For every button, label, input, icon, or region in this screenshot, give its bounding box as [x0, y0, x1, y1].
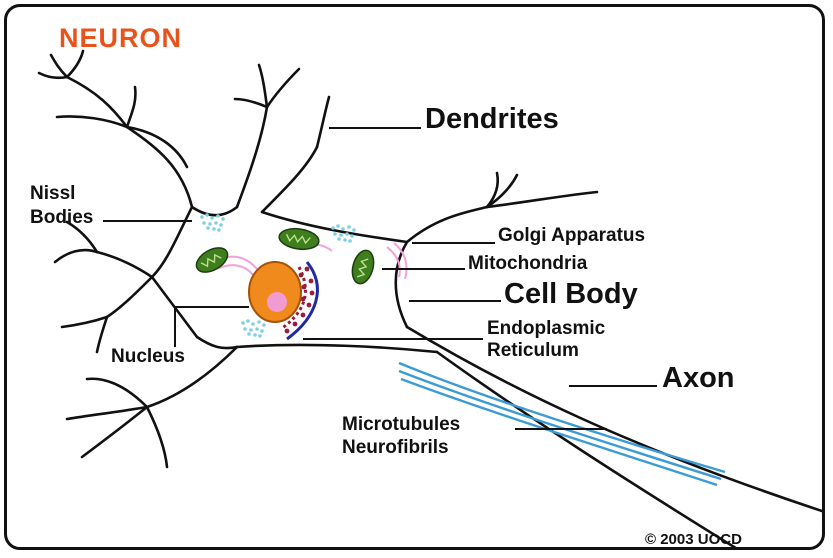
label-er-line1: Endoplasmic — [487, 318, 606, 339]
neuron-diagram: NEURON — [7, 7, 825, 550]
nissl-dot — [343, 238, 347, 242]
nissl-dot — [347, 225, 351, 229]
nissl-dot — [257, 320, 261, 324]
nissl-dot — [208, 222, 212, 226]
nissl-dot — [249, 328, 253, 332]
nissl-dot — [255, 327, 259, 331]
diagram-frame: NEURON — [4, 4, 825, 550]
label-axon: Axon — [662, 362, 735, 394]
ribosome-dot — [299, 273, 304, 278]
label-mitochondria: Mitochondria — [468, 253, 588, 274]
nissl-dot — [333, 232, 337, 236]
nissl-dot — [219, 223, 223, 227]
ribosome-dot — [302, 285, 307, 290]
nissl-dot — [258, 334, 262, 338]
nissl-dot — [251, 322, 255, 326]
copyright-text: © 2003 UOCD — [645, 531, 742, 548]
nissl-dot — [348, 239, 352, 243]
label-golgi: Golgi Apparatus — [498, 225, 645, 246]
nissl-dot — [336, 224, 340, 228]
ribosome-dot — [310, 291, 315, 296]
ribosome-dot — [305, 267, 310, 272]
nissl-dot — [214, 221, 218, 225]
nissl-dot — [337, 237, 341, 241]
label-microtubules-line1: Microtubules — [342, 414, 460, 435]
label-microtubules-line2: Neurofibrils — [342, 437, 449, 458]
mitochondrion — [278, 226, 320, 251]
label-nissl-line1: Nissl — [30, 183, 75, 204]
mitochondrion — [349, 248, 377, 286]
nissl-dot — [339, 233, 343, 237]
nissl-dot — [212, 227, 216, 231]
nucleus-organelle — [249, 262, 301, 322]
nissl-dot — [216, 214, 220, 218]
nissl-dot — [350, 234, 354, 238]
nissl-dot — [246, 319, 250, 323]
ribosome-dot — [309, 279, 314, 284]
ribosome-dot — [307, 303, 312, 308]
nissl-dot — [221, 217, 225, 221]
label-nissl-line2: Bodies — [30, 207, 93, 228]
nissl-dot — [241, 321, 245, 325]
label-cell-body: Cell Body — [504, 278, 638, 310]
nissl-dot — [253, 333, 257, 337]
nucleolus — [267, 292, 287, 312]
label-er-line2: Reticulum — [487, 340, 579, 361]
nissl-dot — [260, 329, 264, 333]
nissl-dot — [352, 228, 356, 232]
nissl-dot — [341, 227, 345, 231]
mitochondrion — [192, 243, 231, 277]
nissl-dot — [217, 228, 221, 232]
diagram-title: NEURON — [59, 23, 182, 53]
nissl-dot — [210, 216, 214, 220]
ribosome-dot — [301, 313, 306, 318]
nissl-dot — [206, 226, 210, 230]
nissl-dot — [202, 221, 206, 225]
ribosome-dot — [293, 322, 298, 327]
nissl-dot — [200, 215, 204, 219]
nissl-dot — [243, 327, 247, 331]
nissl-dot — [331, 226, 335, 230]
nissl-dot — [262, 323, 266, 327]
labels: Dendrites Nissl Bodies Golgi Apparatus M… — [30, 103, 742, 548]
nissl-dot — [345, 232, 349, 236]
nissl-dot — [205, 213, 209, 217]
leader-nucleus — [175, 307, 249, 347]
nissl-dot — [247, 332, 251, 336]
label-nucleus: Nucleus — [111, 346, 185, 367]
ribosome-dot — [285, 329, 290, 334]
label-dendrites: Dendrites — [425, 103, 559, 135]
